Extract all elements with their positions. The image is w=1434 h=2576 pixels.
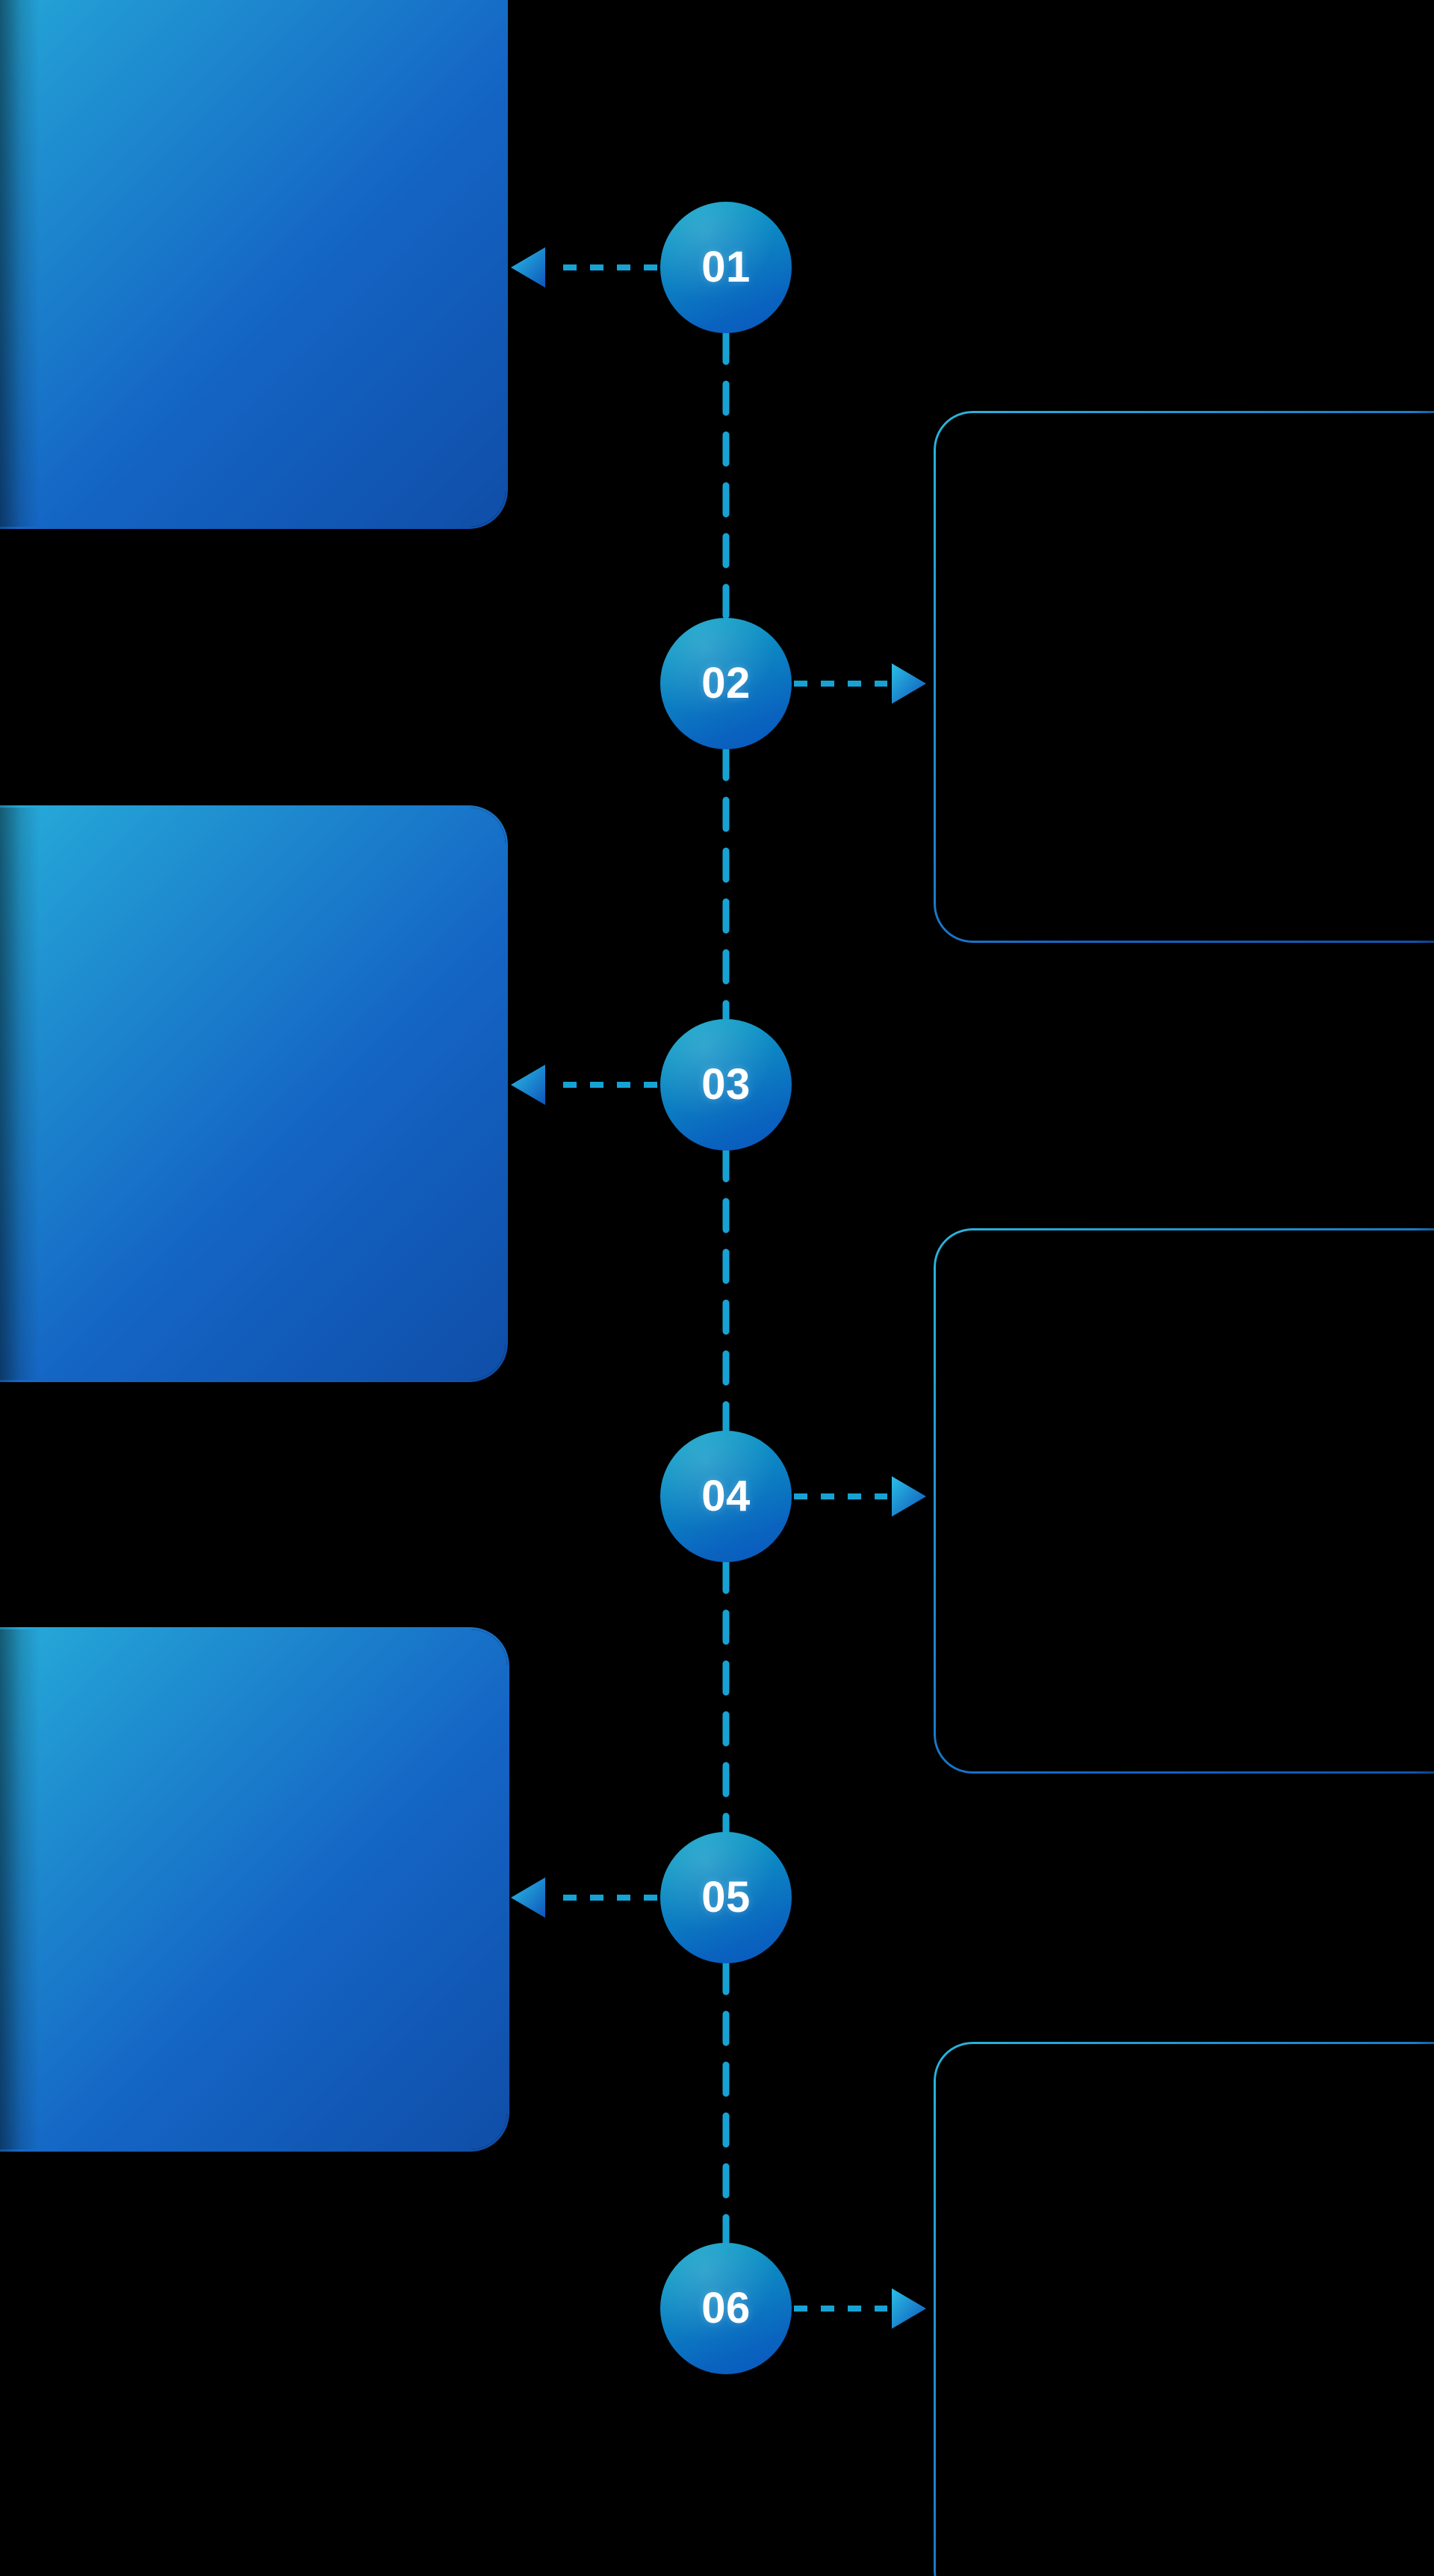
arrow-triangle-right-icon: [892, 1476, 926, 1517]
card-body-06: [934, 2042, 1434, 2576]
timeline-connectors: [511, 247, 926, 2329]
content-card-05[interactable]: [0, 1624, 509, 2155]
content-card-02[interactable]: [934, 408, 1434, 946]
timeline-node-01[interactable]: 01: [660, 202, 792, 333]
arrow-triangle-right-icon: [892, 2288, 926, 2329]
card-body-03: [0, 805, 508, 1382]
content-card-03[interactable]: [0, 802, 508, 1385]
node-label-03: 03: [701, 1060, 751, 1109]
arrow-triangle-left-icon: [511, 247, 545, 288]
card-border-01: [0, 0, 508, 529]
card-body-05: [0, 1627, 509, 2152]
timeline-node-06[interactable]: 06: [660, 2243, 792, 2374]
card-border-03: [0, 805, 508, 1382]
node-label-06: 06: [701, 2284, 751, 2332]
node-label-04: 04: [701, 1472, 751, 1520]
timeline-node-04[interactable]: 04: [660, 1431, 792, 1562]
content-card-04[interactable]: [934, 1225, 1434, 1777]
card-border-06: [934, 2042, 1434, 2576]
card-border-04: [934, 1228, 1434, 1774]
content-card-01[interactable]: [0, 0, 508, 532]
card-border-05: [0, 1627, 509, 2152]
card-body-01: [0, 0, 508, 529]
content-card-06[interactable]: [934, 2039, 1434, 2576]
card-body-04: [934, 1228, 1434, 1774]
card-border-02: [934, 411, 1434, 943]
arrow-triangle-right-icon: [892, 663, 926, 704]
timeline-node-02[interactable]: 02: [660, 618, 792, 749]
timeline-node-05[interactable]: 05: [660, 1832, 792, 1963]
timeline-node-03[interactable]: 03: [660, 1019, 792, 1151]
card-body-02: [934, 411, 1434, 943]
arrow-triangle-left-icon: [511, 1877, 545, 1918]
arrow-triangle-left-icon: [511, 1065, 545, 1105]
node-label-05: 05: [701, 1873, 751, 1922]
node-label-01: 01: [701, 243, 751, 291]
node-label-02: 02: [701, 659, 751, 708]
